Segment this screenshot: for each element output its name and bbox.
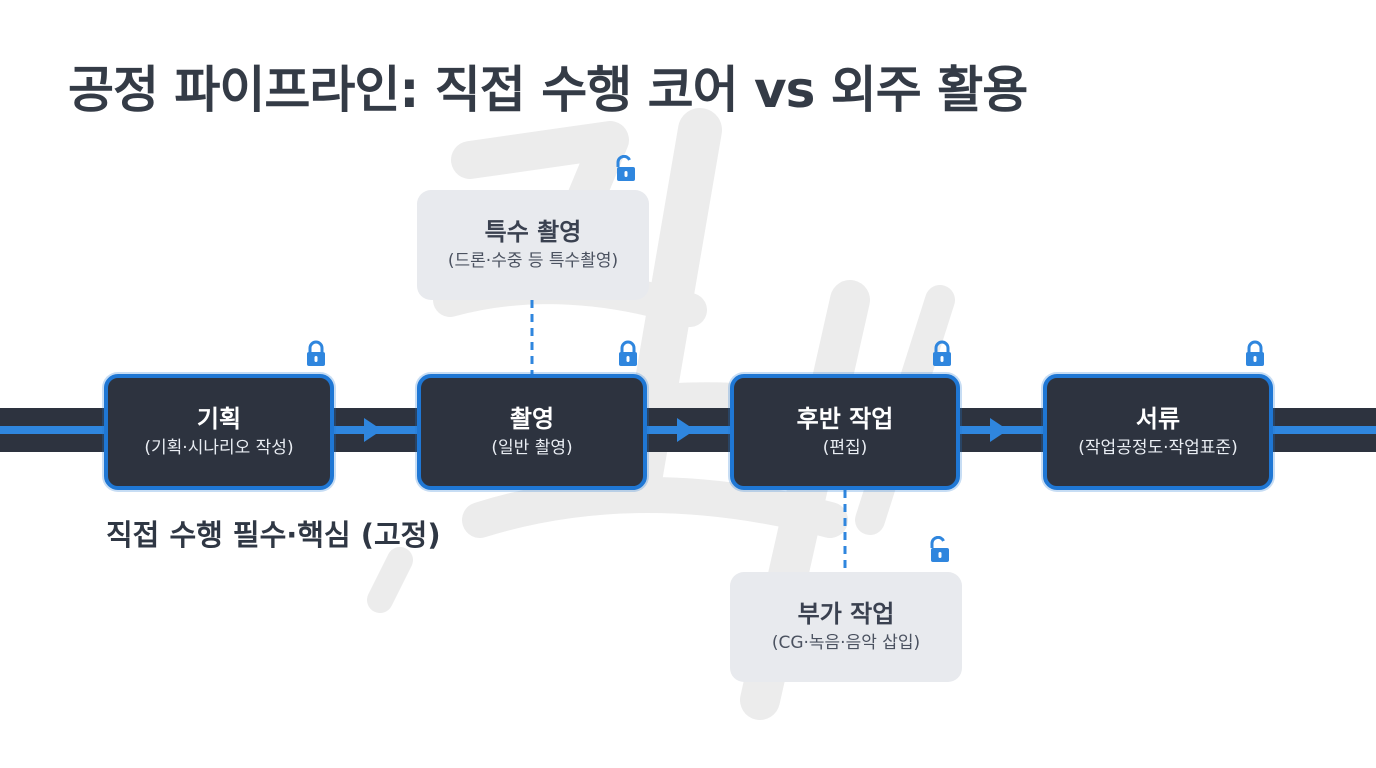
optional-step-subtitle: (CG·녹음·음악 삽입) bbox=[771, 633, 921, 653]
core-step-subtitle: (편집) bbox=[822, 438, 868, 458]
optional-step-subtitle: (드론·수중 등 특수촬영) bbox=[447, 251, 619, 271]
lock-closed-icon bbox=[619, 340, 637, 366]
lock-closed-icon bbox=[933, 340, 951, 366]
core-step-post-production: 후반 작업 (편집) bbox=[730, 374, 960, 490]
optional-step-extra-work: 부가 작업 (CG·녹음·음악 삽입) bbox=[730, 572, 962, 682]
flow-arrow-1 bbox=[364, 418, 382, 442]
core-step-title: 촬영 bbox=[509, 405, 555, 433]
page-title: 공정 파이프라인: 직접 수행 코어 vs 외주 활용 bbox=[68, 61, 1028, 119]
core-step-shooting: 촬영 (일반 촬영) bbox=[417, 374, 647, 490]
core-step-documents: 서류 (작업공정도·작업표준) bbox=[1043, 374, 1273, 490]
core-step-subtitle: (작업공정도·작업표준) bbox=[1078, 438, 1238, 458]
lock-open-icon bbox=[930, 536, 949, 562]
optional-step-title: 부가 작업 bbox=[797, 600, 895, 628]
core-label: 직접 수행 필수·핵심 (고정) bbox=[106, 518, 441, 552]
core-step-subtitle: (일반 촬영) bbox=[491, 438, 573, 458]
core-step-planning: 기획 (기획·시나리오 작성) bbox=[104, 374, 334, 490]
core-step-title: 기획 bbox=[196, 405, 242, 433]
lock-closed-icon bbox=[1246, 340, 1264, 366]
optional-step-special-shooting: 특수 촬영 (드론·수중 등 특수촬영) bbox=[417, 190, 649, 300]
core-step-title: 서류 bbox=[1135, 405, 1181, 433]
core-step-title: 후반 작업 bbox=[796, 405, 894, 433]
flow-arrow-3 bbox=[990, 418, 1008, 442]
optional-step-title: 특수 촬영 bbox=[484, 218, 582, 246]
lock-open-icon bbox=[616, 155, 635, 181]
flow-arrow-2 bbox=[677, 418, 695, 442]
lock-closed-icon bbox=[307, 340, 325, 366]
core-step-subtitle: (기획·시나리오 작성) bbox=[144, 438, 294, 458]
